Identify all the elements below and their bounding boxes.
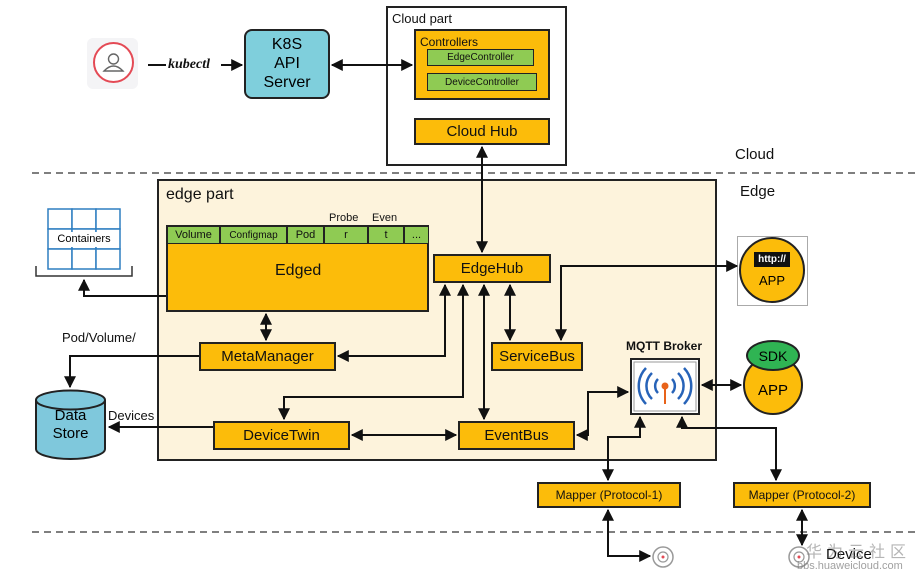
data-store-line1: Data <box>54 407 87 424</box>
eventbus: EventBus <box>458 421 575 450</box>
edgehub: EdgeHub <box>433 254 551 283</box>
cloud-hub: Cloud Hub <box>414 118 550 145</box>
module-configmap: Configmap <box>220 226 287 244</box>
pod-volume-label: Pod/Volume/ <box>62 330 136 345</box>
zone-cloud-label: Cloud <box>735 146 775 163</box>
watermark-url: bbs.huaweicloud.com <box>797 560 903 572</box>
sdk-badge: SDK <box>746 340 800 371</box>
zone-device-label: Device <box>826 546 872 563</box>
sdk-app-label: APP <box>757 381 788 399</box>
mapper-protocol-1: Mapper (Protocol-1) <box>537 482 681 508</box>
edged-label: Edged <box>275 262 322 279</box>
cloud-part-title: Cloud part <box>392 11 452 26</box>
data-store-line2: Store <box>52 425 89 442</box>
data-store: Data Store <box>34 389 107 461</box>
http-app: http:// APP <box>739 237 805 303</box>
http-app-label: APP <box>758 273 785 288</box>
mapper-protocol-2: Mapper (Protocol-2) <box>733 482 871 508</box>
sdk-badge-label: SDK <box>758 347 788 364</box>
k8s-line2: API <box>274 55 300 72</box>
servicebus: ServiceBus <box>491 342 583 371</box>
kubectl-label: kubectl <box>168 57 210 72</box>
k8s-api-server: K8S API Server <box>244 29 330 99</box>
broadcast-icon <box>633 361 697 412</box>
http-badge: http:// <box>754 252 790 267</box>
module-volume: Volume <box>167 226 220 244</box>
user-icon <box>93 42 134 83</box>
containers-label: Containers <box>52 232 116 247</box>
edge-part-title: edge part <box>166 186 234 203</box>
device-controller: DeviceController <box>427 73 537 91</box>
module-event: t <box>368 226 404 244</box>
edge-controller: EdgeController <box>427 49 534 66</box>
module-prober: r <box>324 226 368 244</box>
mqtt-broker-title: MQTT Broker <box>626 339 703 353</box>
devicetwin: DeviceTwin <box>213 421 350 450</box>
devices-label: Devices <box>108 408 155 423</box>
module-pod: Pod <box>287 226 324 244</box>
module-more: ... <box>404 226 429 244</box>
user-avatar <box>87 38 138 89</box>
zone-edge-label: Edge <box>740 183 776 200</box>
k8s-line1: K8S <box>271 36 303 53</box>
k8s-line3: Server <box>263 74 311 91</box>
event-overflow-label: Even <box>372 212 398 224</box>
watermark-brand: 华为云社区 <box>806 544 912 561</box>
controllers-label: Controllers <box>420 35 479 49</box>
mqtt-broker <box>630 358 700 415</box>
probe-overflow-label: Probe <box>329 212 359 224</box>
